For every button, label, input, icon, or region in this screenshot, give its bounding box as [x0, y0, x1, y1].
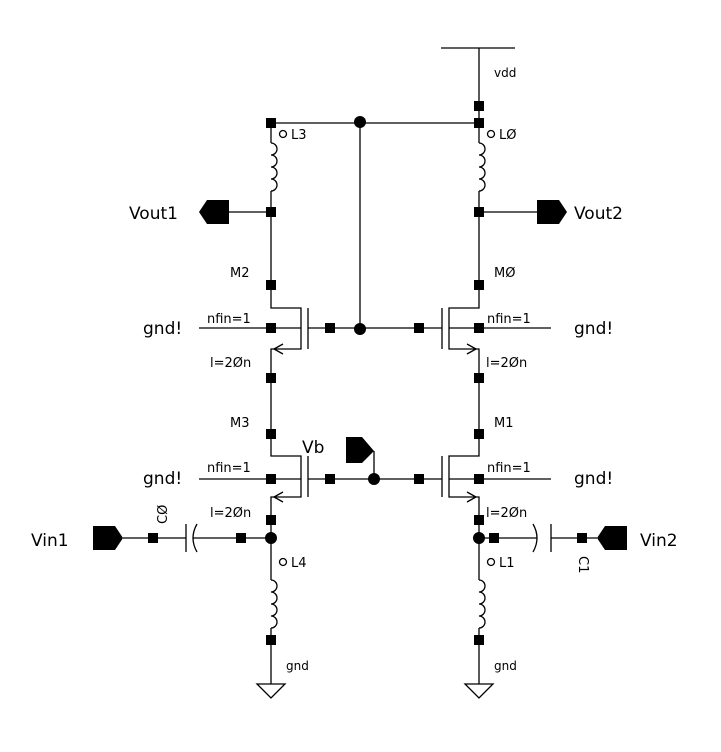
label-nfin-M2: nfin=1 — [207, 312, 251, 327]
ground-symbol-left — [255, 683, 287, 699]
label-nfin-M3: nfin=1 — [207, 461, 251, 476]
pin-Vin1 — [93, 526, 186, 550]
label-Vin2: Vin2 — [640, 531, 678, 551]
label-L4: L4 — [291, 556, 307, 571]
label-gnd-right: gnd — [494, 659, 517, 673]
label-M0: MØ — [494, 266, 515, 281]
label-gnd-M1: gnd! — [574, 469, 613, 489]
pin-nodes — [148, 101, 587, 645]
label-Vin1: Vin1 — [31, 531, 69, 551]
label-gnd-M0: gnd! — [574, 319, 613, 339]
label-L1: L1 — [499, 556, 515, 571]
inductor-L3 — [270, 129, 288, 285]
ground-symbol-right — [463, 683, 495, 699]
label-M3: M3 — [230, 416, 250, 431]
label-Vb: Vb — [302, 438, 324, 458]
pin-Vin2 — [551, 526, 627, 550]
transistor-M1 — [374, 435, 551, 520]
inductor-L0 — [478, 129, 496, 285]
label-Vout2: Vout2 — [574, 204, 623, 224]
label-M1: M1 — [494, 416, 514, 431]
transistor-M3 — [199, 435, 374, 520]
pin-Vout2 — [479, 200, 567, 224]
label-l-M3: l=2Øn — [210, 506, 251, 521]
label-L0: LØ — [499, 128, 516, 143]
label-nfin-M0: nfin=1 — [487, 312, 531, 327]
vdd-label: vdd — [494, 66, 516, 80]
label-l-M1: l=2Øn — [486, 506, 527, 521]
transistor-M0 — [360, 285, 551, 378]
inductor-L4 — [270, 520, 288, 684]
inductor-L1 — [478, 520, 496, 684]
label-C1: C1 — [575, 556, 590, 573]
vdd-symbol — [441, 47, 515, 104]
label-M2: M2 — [230, 266, 250, 281]
label-C0: CØ — [156, 505, 171, 524]
label-nfin-M1: nfin=1 — [487, 461, 531, 476]
pin-Vout1 — [199, 200, 271, 224]
label-L3: L3 — [291, 128, 307, 143]
label-Vout1: Vout1 — [129, 204, 178, 224]
label-gnd-left: gnd — [286, 659, 309, 673]
label-l-M2: l=2Øn — [210, 356, 251, 371]
pin-Vb — [346, 437, 380, 485]
capacitor-C0 — [185, 523, 271, 553]
label-gnd-M2: gnd! — [143, 319, 182, 339]
gate-junction-dot — [354, 323, 366, 335]
label-l-M0: l=2Øn — [486, 356, 527, 371]
label-gnd-M3: gnd! — [143, 469, 182, 489]
capacitor-C1 — [479, 523, 552, 553]
